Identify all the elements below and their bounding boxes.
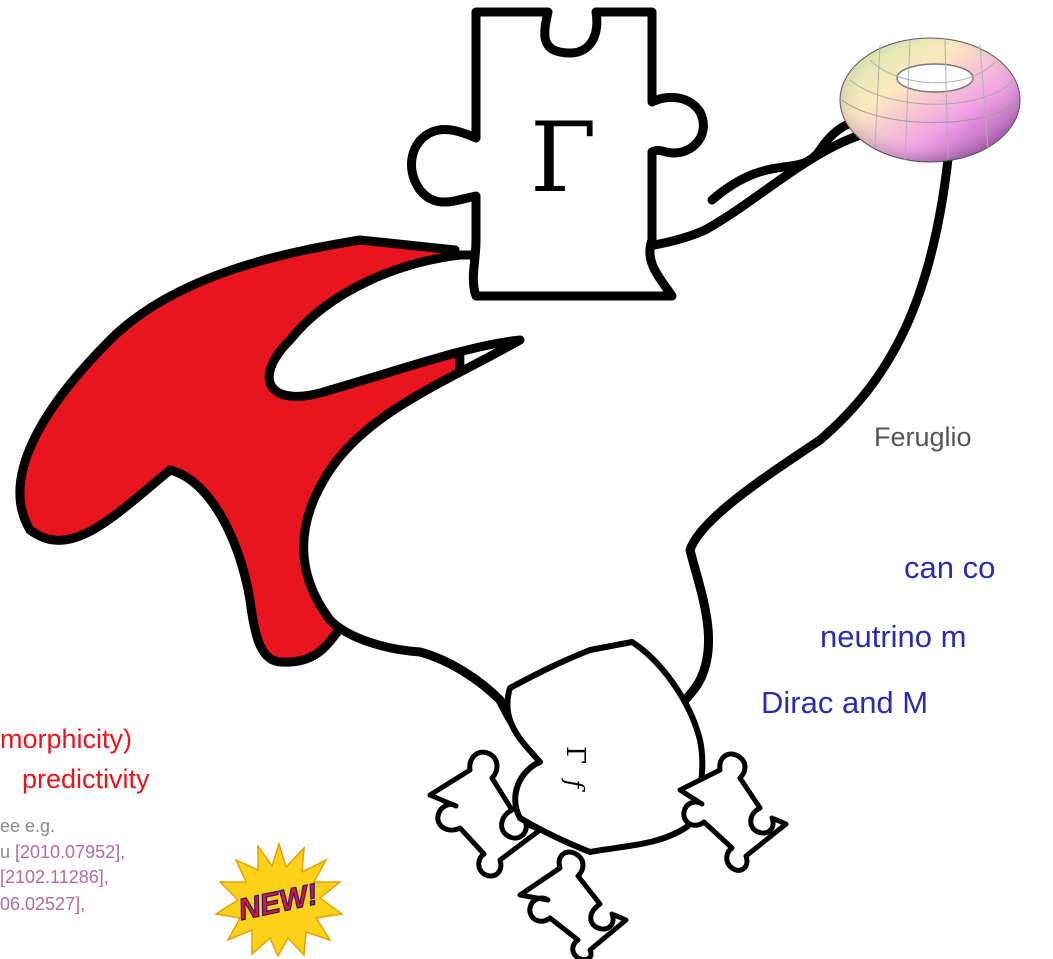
left-text-line-1: morphicity)	[0, 726, 132, 753]
left-text-line-2: predictivity	[22, 766, 150, 793]
ref-line-3[interactable]: [2102.11286],	[0, 868, 109, 886]
ref-line-1: ee e.g.	[0, 817, 55, 835]
ref-line-2-prefix: u	[0, 842, 15, 862]
ref-line-2: u [2010.07952],	[0, 843, 125, 861]
torus-figure	[840, 38, 1020, 162]
ref-line-2-link[interactable]: [2010.07952],	[15, 842, 125, 862]
ref-line-4[interactable]: 06.02527],	[0, 895, 85, 913]
author-name: Feruglio	[874, 424, 972, 451]
right-text-line-3: Dirac and M	[761, 687, 928, 718]
f-symbol-small: f	[562, 780, 586, 789]
right-text-line-1: can co	[904, 552, 995, 583]
gamma-symbol-large: Γ	[530, 110, 597, 206]
right-text-line-2: neutrino m	[820, 621, 966, 652]
new-badge: NEW!	[214, 842, 344, 957]
small-puzzle-bottom	[520, 852, 626, 959]
gamma-symbol-small: Γ	[562, 746, 588, 764]
